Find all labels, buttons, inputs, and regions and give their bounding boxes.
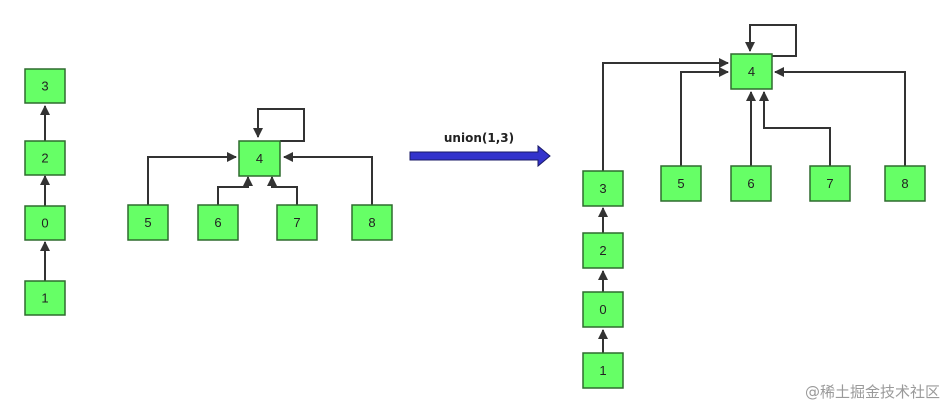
node-label: 5 xyxy=(677,176,684,191)
node-label: 3 xyxy=(41,79,48,94)
node-label: 1 xyxy=(41,291,48,306)
edge-4-self-loop xyxy=(745,24,797,57)
tree-a-group: 3 2 0 1 xyxy=(24,68,66,316)
node-label: 3 xyxy=(599,181,606,196)
edge-7-to-4 xyxy=(267,176,298,205)
node-label: 6 xyxy=(747,176,754,191)
node-8: 8 xyxy=(884,165,926,202)
right-arrow-icon xyxy=(409,144,551,168)
node-7: 7 xyxy=(276,204,318,241)
node-4: 4 xyxy=(238,140,281,177)
node-7: 7 xyxy=(809,165,851,202)
node-6: 6 xyxy=(197,204,239,241)
node-4: 4 xyxy=(730,53,773,90)
edge-3-to-4 xyxy=(602,58,729,171)
node-label: 1 xyxy=(599,363,606,378)
operation-label: union(1,3) xyxy=(444,131,514,145)
edge-5-to-4 xyxy=(147,152,237,205)
edge-6-to-4 xyxy=(217,176,253,205)
node-label: 8 xyxy=(368,215,375,230)
node-label: 7 xyxy=(826,176,833,191)
node-6: 6 xyxy=(730,165,772,202)
node-label: 2 xyxy=(41,151,48,166)
node-8: 8 xyxy=(351,204,393,241)
node-label: 0 xyxy=(599,302,606,317)
node-5: 5 xyxy=(660,165,702,202)
node-0: 0 xyxy=(24,205,66,241)
node-0: 0 xyxy=(582,291,624,328)
node-label: 8 xyxy=(901,176,908,191)
node-3: 3 xyxy=(24,68,66,104)
edge-5-to-4 xyxy=(680,67,729,166)
node-2: 2 xyxy=(582,232,624,269)
edge-8-to-4 xyxy=(774,67,906,166)
operation-group: union(1,3) xyxy=(409,131,551,168)
node-label: 7 xyxy=(293,215,300,230)
node-label: 4 xyxy=(748,64,755,79)
node-label: 2 xyxy=(599,243,606,258)
edge-7-to-4 xyxy=(759,91,831,166)
tree-b-group: 4 5 6 7 8 xyxy=(127,108,393,241)
node-5: 5 xyxy=(127,204,169,241)
watermark: @稀土掘金技术社区 xyxy=(804,383,940,401)
node-1: 1 xyxy=(582,352,624,389)
node-label: 0 xyxy=(41,216,48,231)
node-label: 5 xyxy=(144,215,151,230)
edge-8-to-4 xyxy=(283,152,373,205)
merged-tree-group: 4 3 5 6 7 8 2 xyxy=(582,24,926,389)
node-label: 6 xyxy=(214,215,221,230)
edge-4-self-loop xyxy=(253,108,305,142)
node-label: 4 xyxy=(256,151,263,166)
node-1: 1 xyxy=(24,280,66,316)
node-3: 3 xyxy=(582,170,624,207)
node-2: 2 xyxy=(24,140,66,176)
